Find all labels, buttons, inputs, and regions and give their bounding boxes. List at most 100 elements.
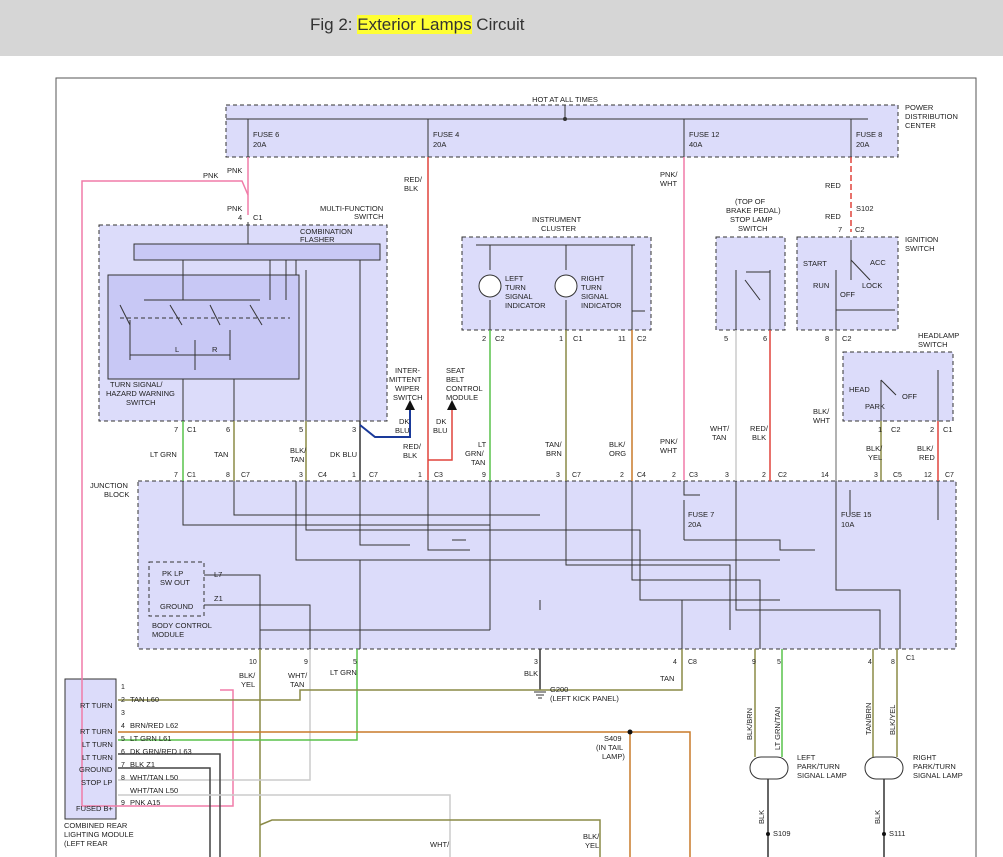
crl-rt-turn-1: RT TURN bbox=[80, 701, 113, 710]
w-lt-grn-tan-c: TAN bbox=[471, 458, 485, 467]
right-indicator-lamp bbox=[554, 274, 578, 298]
jb-pin-7: C7 bbox=[369, 472, 378, 479]
wb-blk-yel-a: BLK/ bbox=[239, 671, 256, 680]
s109: S109 bbox=[773, 829, 791, 838]
turnsig-label-2: HAZARD WARNING bbox=[106, 389, 175, 398]
junction-block bbox=[137, 480, 957, 650]
fuse15-label: FUSE 15 bbox=[841, 510, 871, 519]
w-blk-b: BLK bbox=[873, 810, 882, 824]
hl-head: HEAD bbox=[849, 385, 870, 394]
w-blk-wht-b: WHT bbox=[813, 416, 830, 425]
g200-ground-icon bbox=[534, 691, 546, 699]
jb-pin-21: 3 bbox=[874, 472, 878, 479]
w-tan-brn2: TAN/BRN bbox=[864, 703, 873, 735]
w-blk-red-b: RED bbox=[919, 453, 935, 462]
jb-pin-13: 2 bbox=[620, 472, 624, 479]
pdc-label-3: CENTER bbox=[905, 121, 936, 130]
leftpark-2: PARK/TURN bbox=[797, 762, 840, 771]
w-lt-grn-tan2: LT GRN/TAN bbox=[773, 707, 782, 750]
crl-pin-9: 9 bbox=[121, 800, 125, 807]
cluster-label-2: CLUSTER bbox=[541, 224, 577, 233]
wbot-blk-b: YEL bbox=[585, 841, 599, 850]
fuse7-rating: 20A bbox=[688, 520, 701, 529]
diagram-labels: HOT AT ALL TIMES POWER DISTRIBUTION CENT… bbox=[64, 95, 963, 850]
jb-pin-1: C1 bbox=[187, 472, 196, 479]
jb-pin-2: 8 bbox=[226, 472, 230, 479]
leftind-2: TURN bbox=[505, 283, 526, 292]
hl-park: PARK bbox=[865, 402, 885, 411]
w-blk-tan-a: BLK/ bbox=[290, 446, 307, 455]
w-red-blk2-a: RED/ bbox=[403, 442, 422, 451]
rightind-1: RIGHT bbox=[581, 274, 605, 283]
ign-run: RUN bbox=[813, 281, 829, 290]
s102-label: S102 bbox=[856, 204, 874, 213]
w-lt-grn-tan-a: LT bbox=[478, 440, 487, 449]
jb-pin-14: C4 bbox=[637, 472, 646, 479]
w-blk-yel-b: YEL bbox=[868, 453, 882, 462]
ign-off: OFF bbox=[840, 290, 855, 299]
jb-pin-5: C4 bbox=[318, 472, 327, 479]
fuse7-label: FUSE 7 bbox=[688, 510, 714, 519]
s409-1: S409 bbox=[604, 734, 622, 743]
leftind-3: SIGNAL bbox=[505, 292, 533, 301]
right-park-lamp-icon bbox=[864, 756, 904, 780]
hl-off: OFF bbox=[902, 392, 917, 401]
seatbelt-3: CONTROL bbox=[446, 384, 483, 393]
s409-3: LAMP) bbox=[602, 752, 625, 761]
wiper-3: WIPER bbox=[395, 384, 420, 393]
crl-pin-8: 8 bbox=[121, 775, 125, 782]
fuse4-rating: 20A bbox=[433, 140, 446, 149]
rightind-4: INDICATOR bbox=[581, 301, 622, 310]
jb-bot-pin-9: 8 bbox=[891, 659, 895, 666]
w-blk-tan-b: TAN bbox=[290, 455, 304, 464]
wbot-wht: WHT/ bbox=[430, 840, 450, 849]
leftind-1: LEFT bbox=[505, 274, 524, 283]
crl-label-2: LIGHTING MODULE bbox=[64, 830, 134, 839]
conn-4: 4 bbox=[238, 213, 242, 222]
crl-pin-2: 2 bbox=[121, 697, 125, 704]
jb-pin-15: 2 bbox=[672, 472, 676, 479]
ign-lock: LOCK bbox=[862, 281, 882, 290]
jb-pin-16: C3 bbox=[689, 472, 698, 479]
fig-highlight: Exterior Lamps bbox=[357, 15, 472, 34]
seatbelt-1: SEAT bbox=[446, 366, 465, 375]
hl-c2: C2 bbox=[891, 425, 901, 434]
cl-c2a: C2 bbox=[495, 334, 505, 343]
jb-label-1: JUNCTION bbox=[90, 481, 128, 490]
switch-internals bbox=[735, 240, 939, 421]
jb-pin-17: 3 bbox=[725, 472, 729, 479]
wiper-2: MITTENT bbox=[389, 375, 422, 384]
jb-bot-pin-7: 5 bbox=[777, 659, 781, 666]
cl-pin-2: 2 bbox=[482, 334, 486, 343]
crl-label-1: COMBINED REAR bbox=[64, 821, 128, 830]
jb-pin-4: 3 bbox=[299, 472, 303, 479]
power-distribution-center bbox=[225, 104, 899, 158]
hl-1: HEADLAMP bbox=[918, 331, 959, 340]
bcm-z1: Z1 bbox=[214, 594, 223, 603]
jb-pin-10: 9 bbox=[482, 472, 486, 479]
crl-pin-4: 4 bbox=[121, 723, 125, 730]
rightpark-1: RIGHT bbox=[913, 753, 937, 762]
turnsig-label-3: SWITCH bbox=[126, 398, 156, 407]
fuse6-rating: 20A bbox=[253, 140, 266, 149]
wb-blk-yel-b: YEL bbox=[241, 680, 255, 689]
hl-2: SWITCH bbox=[918, 340, 948, 349]
bcm-label-1: BODY CONTROL bbox=[152, 621, 212, 630]
w-dk-blu3-a: DK bbox=[436, 417, 446, 426]
cl-pin-1: 1 bbox=[559, 334, 563, 343]
hl-c1: C1 bbox=[943, 425, 953, 434]
w-blk-org-b: ORG bbox=[609, 449, 626, 458]
wire-red-blk-b: BLK bbox=[404, 184, 418, 193]
mf-c1: C1 bbox=[187, 425, 197, 434]
mf-pin-3: 3 bbox=[352, 425, 356, 434]
wire-pnk-wht-b: WHT bbox=[660, 179, 677, 188]
jb-pin-6: 1 bbox=[352, 472, 356, 479]
cl-c1: C1 bbox=[573, 334, 583, 343]
jb-bot-pin-10: C1 bbox=[906, 655, 915, 662]
fuse6-label: FUSE 6 bbox=[253, 130, 279, 139]
sl-pin-6: 6 bbox=[763, 334, 767, 343]
headlamp-switch bbox=[842, 351, 954, 422]
jb-pin-18: 2 bbox=[762, 472, 766, 479]
wire-red-1: RED bbox=[825, 181, 841, 190]
